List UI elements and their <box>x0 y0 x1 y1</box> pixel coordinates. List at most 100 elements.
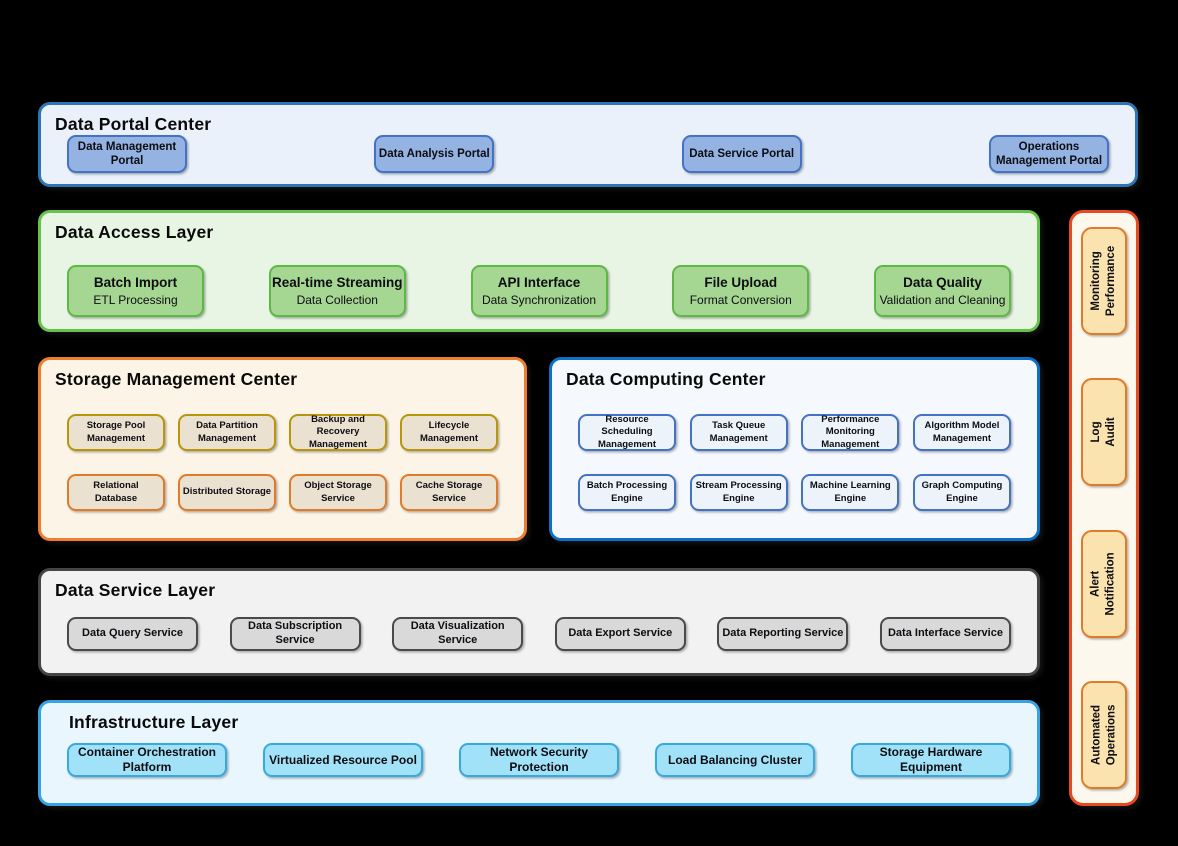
infrastructure-layer-title: Infrastructure Layer <box>69 712 239 732</box>
node-label: Data Partition Management <box>196 420 258 444</box>
node-label: Monitoring Performance <box>1090 245 1117 317</box>
node-label: Data Export Service <box>568 627 673 640</box>
service-layer-title: Data Service Layer <box>55 580 216 600</box>
node-data-reporting-service: Data Reporting Service <box>717 617 849 651</box>
node-storage-hardware-equipment: Storage Hardware Equipment <box>851 743 1011 777</box>
node-cache-storage-service: Cache Storage Service <box>400 474 498 511</box>
node-subtitle: Data Synchronization <box>481 292 597 307</box>
node-label: Virtualized Resource Pool <box>269 752 417 767</box>
node-object-storage-service: Object Storage Service <box>289 474 387 511</box>
storage-node-row-1: Storage Pool Management Data Partition M… <box>41 414 524 451</box>
node-data-interface-service: Data Interface Service <box>879 617 1011 651</box>
node-resource-scheduling-management: Resource Scheduling Management <box>578 414 676 451</box>
node-label: Cache Storage Service <box>415 480 483 504</box>
portal-node-row: Data Management Portal Data Analysis Por… <box>41 135 1135 173</box>
node-label: Resource Scheduling Management <box>597 413 657 450</box>
node-label: Data Interface Service <box>887 627 1003 640</box>
node-label: Load Balancing Cluster <box>667 752 803 767</box>
storage-center-title: Storage Management Center <box>55 369 298 389</box>
node-label: Alert Notification <box>1090 552 1118 616</box>
node-label: Data Reporting Service <box>722 627 844 640</box>
node-label: Algorithm Model Management <box>924 420 1000 444</box>
storage-node-row-2: Relational Database Distributed Storage … <box>41 474 524 511</box>
node-backup-recovery-management: Backup and Recovery Management <box>289 414 387 451</box>
node-subtitle: Data Collection <box>296 292 378 307</box>
node-data-partition-management: Data Partition Management <box>178 414 276 451</box>
infrastructure-node-row: Container Orchestration Platform Virtual… <box>41 743 1037 777</box>
node-storage-pool-management: Storage Pool Management <box>67 414 165 451</box>
node-label: Backup and Recovery Management <box>308 413 368 450</box>
node-data-quality: Data Quality Validation and Cleaning <box>874 265 1011 317</box>
node-data-visualization-service: Data Visualization Service <box>392 617 524 651</box>
service-node-row: Data Query Service Data Subscription Ser… <box>41 617 1037 651</box>
service-layer-frame: Data Service Layer Data Query Service Da… <box>38 568 1040 676</box>
node-label: Data Query Service <box>82 627 183 640</box>
node-title: API Interface <box>497 275 581 291</box>
node-label: Graph Computing Engine <box>921 480 1003 504</box>
node-label: Performance Monitoring Management <box>821 413 880 450</box>
computing-node-row-2: Batch Processing Engine Stream Processin… <box>552 474 1037 511</box>
node-label: Data Analysis Portal <box>378 147 490 160</box>
node-label: Container Orchestration Platform <box>77 745 217 774</box>
node-monitoring-performance: Monitoring Performance <box>1081 227 1127 335</box>
node-subtitle: ETL Processing <box>93 292 178 307</box>
node-label: Data Service Portal <box>689 147 795 160</box>
node-label: Distributed Storage <box>182 486 272 498</box>
storage-center-frame: Storage Management Center Storage Pool M… <box>38 357 527 541</box>
node-label: Log Audit <box>1090 417 1117 448</box>
node-data-subscription-service: Data Subscription Service <box>229 617 361 651</box>
node-label: Task Queue Management <box>709 420 768 444</box>
node-automated-operations: Automated Operations <box>1081 680 1127 789</box>
node-title: Batch Import <box>93 275 178 291</box>
node-label: Stream Processing Engine <box>695 480 782 504</box>
node-container-orchestration-platform: Container Orchestration Platform <box>67 743 227 777</box>
node-label: Data Visualization Service <box>410 620 505 646</box>
node-label: Relational Database <box>93 480 139 504</box>
node-data-query-service: Data Query Service <box>67 617 198 651</box>
node-relational-database: Relational Database <box>67 474 165 511</box>
computing-node-row-1: Resource Scheduling Management Task Queu… <box>552 414 1037 451</box>
computing-center-title: Data Computing Center <box>566 369 766 389</box>
node-performance-monitoring-management: Performance Monitoring Management <box>801 413 900 451</box>
node-data-analysis-portal: Data Analysis Portal <box>374 135 495 173</box>
node-label: Data Subscription Service <box>248 620 343 646</box>
node-label: Storage Pool Management <box>86 420 146 444</box>
node-batch-import: Batch Import ETL Processing <box>67 265 204 317</box>
node-graph-computing-engine: Graph Computing Engine <box>912 474 1011 511</box>
node-subtitle: Validation and Cleaning <box>879 292 1006 307</box>
node-network-security-protection: Network Security Protection <box>459 743 619 777</box>
node-title: File Upload <box>704 275 778 291</box>
node-label: Storage Hardware Equipment <box>879 745 983 774</box>
operations-sidebar-frame: Monitoring Performance Log Audit Alert N… <box>1069 210 1139 806</box>
access-node-row: Batch Import ETL Processing Real-time St… <box>41 265 1037 317</box>
node-label: Batch Processing Engine <box>586 480 668 504</box>
infrastructure-layer-frame: Infrastructure Layer Container Orchestra… <box>38 700 1040 806</box>
node-label: Machine Learning Engine <box>809 480 891 504</box>
node-file-upload: File Upload Format Conversion <box>672 265 810 317</box>
node-batch-processing-engine: Batch Processing Engine <box>578 474 676 511</box>
computing-center-frame: Data Computing Center Resource Schedulin… <box>549 357 1040 541</box>
node-realtime-streaming: Real-time Streaming Data Collection <box>268 265 406 317</box>
node-label: Lifecycle Management <box>419 420 479 444</box>
access-layer-frame: Data Access Layer Batch Import ETL Proce… <box>38 210 1040 332</box>
node-title: Real-time Streaming <box>271 275 403 291</box>
node-operations-management-portal: Operations Management Portal <box>988 135 1109 173</box>
node-distributed-storage: Distributed Storage <box>178 474 276 511</box>
portal-layer-frame: Data Portal Center Data Management Porta… <box>38 102 1138 187</box>
node-machine-learning-engine: Machine Learning Engine <box>801 474 900 511</box>
node-label: Automated Operations <box>1090 704 1117 766</box>
node-virtualized-resource-pool: Virtualized Resource Pool <box>263 743 423 777</box>
node-data-management-portal: Data Management Portal <box>67 135 187 173</box>
node-data-export-service: Data Export Service <box>554 617 686 651</box>
node-title: Data Quality <box>903 275 982 291</box>
node-alert-notification: Alert Notification <box>1081 529 1127 638</box>
node-subtitle: Format Conversion <box>689 292 792 307</box>
node-load-balancing-cluster: Load Balancing Cluster <box>655 743 815 777</box>
portal-layer-title: Data Portal Center <box>55 114 212 134</box>
node-label: Data Management Portal <box>77 140 177 167</box>
node-log-audit: Log Audit <box>1081 378 1127 487</box>
node-label: Network Security Protection <box>489 745 589 774</box>
node-algorithm-model-management: Algorithm Model Management <box>912 414 1011 451</box>
node-task-queue-management: Task Queue Management <box>689 414 788 451</box>
